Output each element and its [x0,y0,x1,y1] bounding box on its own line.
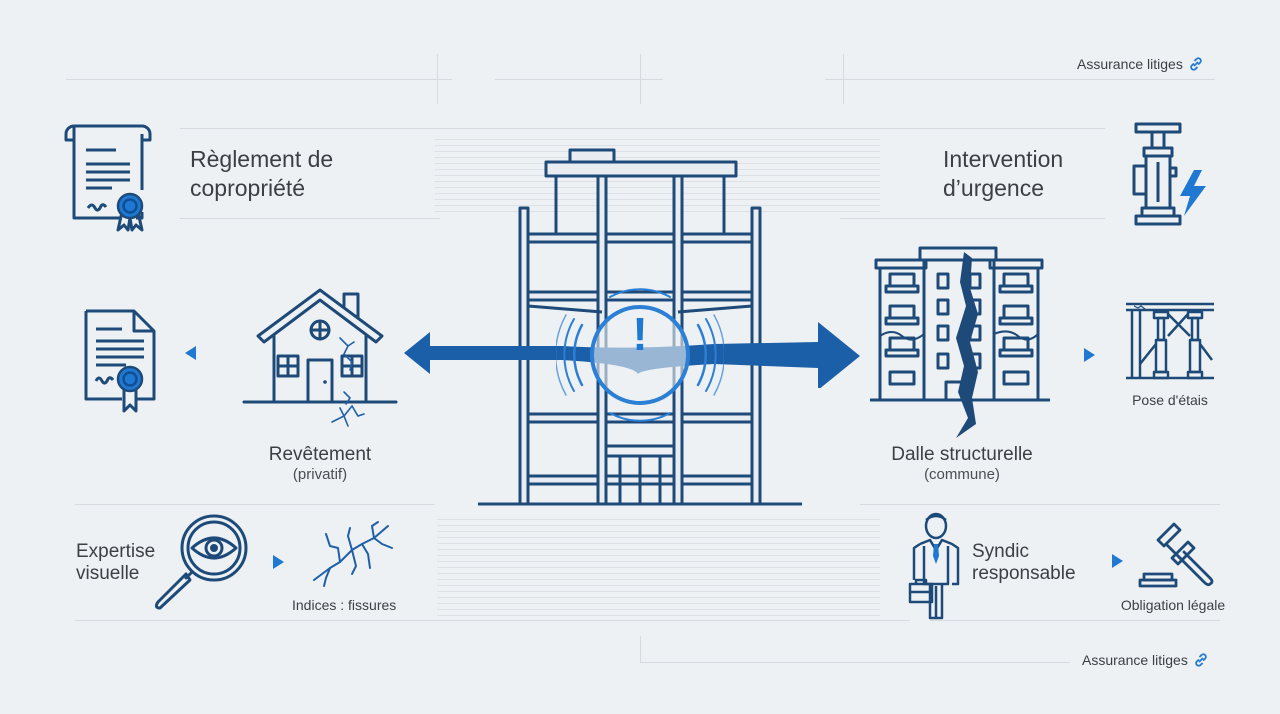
hydraulic-jack-icon [1128,120,1214,230]
revetement-title: Revêtement [268,444,372,465]
divider [640,636,641,662]
divider [840,218,1105,219]
alert-symbol: ! [632,308,648,360]
intervention-title-line2: d’urgence [943,175,1045,201]
expertise-title-line2: visuelle [76,563,140,584]
etais-label: Pose d'étais [1132,392,1208,408]
expertise-title-line1: Expertise [76,541,156,562]
revetement-subtitle: (privatif) [292,466,348,483]
link-icon [1188,56,1204,72]
divider [437,54,438,104]
expertise-title: Expertise visuelle [76,541,155,585]
revetement-label: Revêtement (privatif) [240,444,400,483]
intervention-title-line1: Intervention [943,146,1064,172]
divider [495,79,663,80]
divider [75,620,910,621]
divider [75,504,435,505]
link-label: Assurance litiges [1077,56,1183,72]
reglement-title-line1: Règlement de [190,146,334,172]
dalle-title: Dalle structurelle [891,444,1033,465]
syndic-title: Syndic responsable [972,541,1076,585]
syndic-title-line1: Syndic [972,541,1030,562]
obligation-label: Obligation légale [1120,597,1226,613]
indices-label: Indices : fissures [292,597,397,613]
divider [843,54,844,104]
link-label: Assurance litiges [1082,652,1188,668]
intervention-title: Intervention d’urgence [943,145,1063,203]
syndic-title-line2: responsable [972,563,1076,584]
divider [930,620,1220,621]
divider [180,218,440,219]
flow-arrow-right-icon [1112,554,1123,568]
businessman-icon [906,510,966,622]
cracked-house-icon [240,284,400,434]
divider [825,79,1215,80]
gavel-icon [1136,522,1218,590]
document-certificate-icon [62,120,158,232]
divider [860,504,1220,505]
divider [66,79,452,80]
hatch-pattern [437,514,880,616]
flow-arrow-right-icon [273,555,284,569]
flow-arrow-right-icon [1084,348,1095,362]
divider [640,54,641,104]
contract-seal-icon [82,307,162,413]
link-icon [1193,652,1209,668]
cracked-apartment-icon [868,242,1052,452]
dalle-subtitle: (commune) [924,466,1000,483]
alert-exclamation-icon [556,275,724,435]
flow-arrow-left-icon [185,346,196,360]
reglement-title: Règlement de copropriété [190,145,333,203]
insurance-link-bottom[interactable]: Assurance litiges [1082,652,1209,668]
shoring-props-icon [1124,300,1216,384]
magnifier-eye-icon [150,512,254,612]
reglement-title-line2: copropriété [190,175,306,201]
cracks-icon [312,518,396,588]
dalle-label: Dalle structurelle (commune) [862,444,1062,483]
divider [640,662,1070,663]
insurance-link-top[interactable]: Assurance litiges [1077,56,1204,72]
divider [180,128,1105,129]
